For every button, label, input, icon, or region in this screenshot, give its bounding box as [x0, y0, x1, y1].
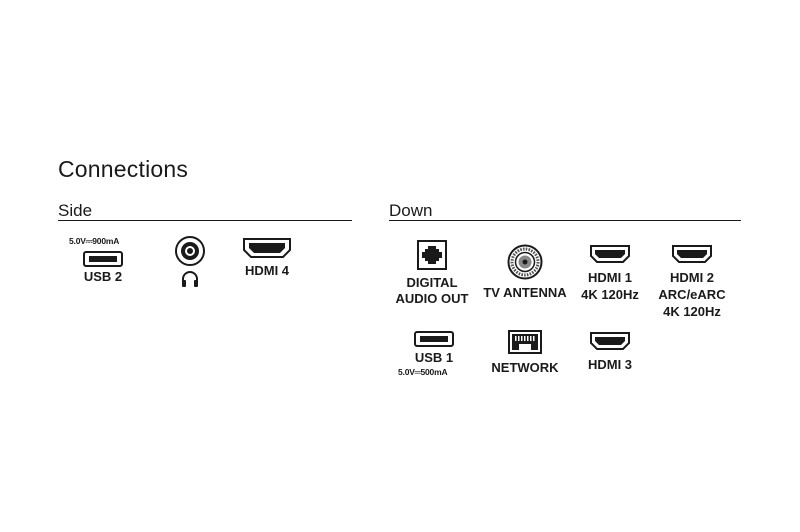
hdmi3-label: HDMI 3 [587, 357, 633, 372]
hdmi1-label-line2: 4K 120Hz [581, 287, 639, 302]
headphone-symbol-icon [180, 269, 200, 289]
tv-antenna-label: TV ANTENNA [483, 285, 567, 300]
hdmi-port-icon [243, 238, 291, 258]
hdmi4-label: HDMI 4 [244, 263, 290, 278]
usb2-rating: 5.0V⎓900mA [69, 236, 120, 246]
usb-port-icon [414, 331, 454, 347]
hdmi2-label-line1: HDMI 2 [669, 270, 715, 285]
usb2-label: USB 2 [83, 269, 123, 284]
hdmi-port-icon [590, 245, 630, 263]
ethernet-port-icon [508, 330, 542, 354]
headphone-jack-icon [174, 236, 206, 266]
section-heading-down: Down [389, 201, 433, 220]
hdmi2-label-line2: ARC/eARC [658, 287, 726, 302]
coax-antenna-port-icon [507, 244, 543, 280]
usb-port-icon [83, 251, 123, 267]
hdmi-port-icon [672, 245, 712, 263]
digital-audio-label-line2: AUDIO OUT [395, 291, 469, 306]
section-heading-side: Side [58, 201, 93, 220]
digital-audio-label-line1: DIGITAL [406, 275, 458, 290]
usb1-rating: 5.0V═500mA [398, 367, 448, 377]
network-label: NETWORK [491, 360, 559, 375]
hdmi2-label-line3: 4K 120Hz [663, 304, 721, 319]
page-title: Connections [58, 156, 189, 182]
hdmi-port-icon [590, 332, 630, 350]
optical-audio-port-icon [417, 240, 447, 270]
section-divider-down [389, 220, 741, 221]
section-divider-side [58, 220, 352, 221]
hdmi1-label-line1: HDMI 1 [587, 270, 633, 285]
usb1-label: USB 1 [414, 350, 454, 365]
